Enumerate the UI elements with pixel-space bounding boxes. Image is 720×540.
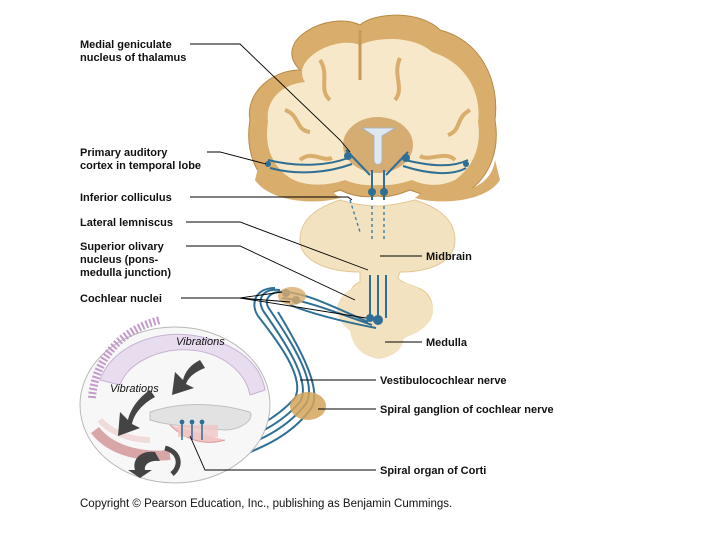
medulla-label: Medulla: [426, 337, 468, 349]
medial-geniculate-label-line2: nucleus of thalamus: [80, 52, 186, 64]
inferior-colliculus-label: Inferior colliculus: [80, 192, 172, 204]
primary-auditory-label-line1: Primary auditory: [80, 147, 168, 159]
superior-olivary-label-line1: Superior olivary: [80, 241, 165, 253]
primary-auditory-label-line2: cortex in temporal lobe: [80, 160, 201, 172]
cochlear-nuclei-label: Cochlear nuclei: [80, 293, 162, 305]
superior-olivary-label-line3: medulla junction): [80, 267, 171, 279]
cochlear-nuclei-shape: [278, 287, 306, 305]
vibrations-label-2: Vibrations: [110, 383, 159, 395]
spiral-ganglion-label: Spiral ganglion of cochlear nerve: [380, 404, 554, 416]
labels: Medial geniculate nucleus of thalamus Pr…: [80, 39, 554, 477]
copyright-text: Copyright © Pearson Education, Inc., pub…: [80, 498, 452, 510]
brain-coronal-section: [248, 14, 500, 202]
cochlea-cross-section: Vibrations Vibrations: [79, 316, 271, 484]
midbrain-label: Midbrain: [426, 251, 472, 263]
vibrations-label-1: Vibrations: [176, 336, 225, 348]
lateral-lemniscus-label: Lateral lemniscus: [80, 217, 173, 229]
leader-lines: [181, 43, 422, 471]
vestibulocochlear-nerve-label: Vestibulocochlear nerve: [380, 375, 507, 387]
spiral-organ-label: Spiral organ of Corti: [380, 465, 486, 477]
medial-geniculate-label-line1: Medial geniculate: [80, 39, 172, 51]
spiral-ganglion: [290, 392, 326, 420]
superior-olivary-label-line2: nucleus (pons-: [80, 254, 159, 266]
